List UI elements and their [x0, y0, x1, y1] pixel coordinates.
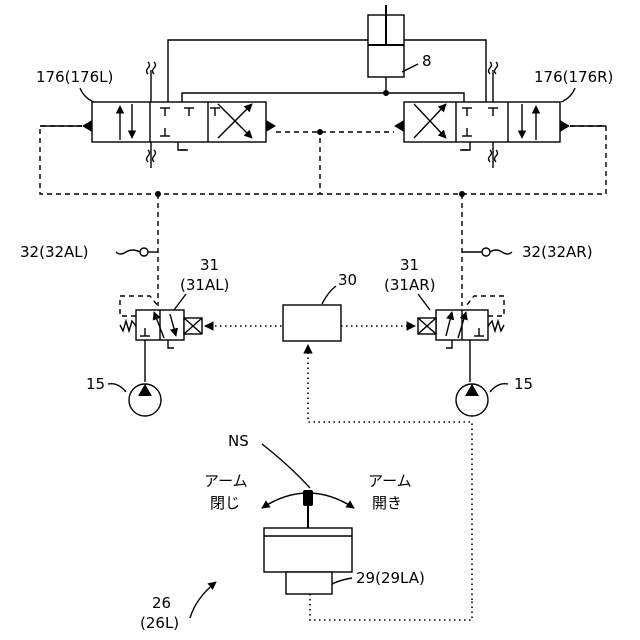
lever-num-label: 26: [152, 594, 171, 612]
pump-right-label: 15: [514, 375, 533, 393]
sensor-right: [462, 248, 512, 256]
arm-open-line1: アーム: [368, 472, 412, 490]
pilot-lines: [40, 126, 606, 306]
arm-open-line2: 開き: [372, 494, 402, 512]
pilot-left-num: 31: [200, 256, 219, 274]
pilot-valve-left: [120, 296, 202, 382]
valve-left-label: 176(176L): [36, 68, 113, 86]
operating-lever: [262, 490, 472, 620]
neutral-label: NS: [228, 432, 249, 450]
lever-sensor-label: 29(29LA): [356, 569, 425, 587]
controller-label: 30: [338, 271, 357, 289]
pump-right: [456, 384, 488, 416]
lever-sub-label: (26L): [140, 614, 179, 632]
hydraulic-cylinder: [368, 5, 404, 96]
cylinder-label: 8: [422, 52, 432, 70]
sensor-left: [116, 248, 158, 256]
pilot-right-num: 31: [400, 256, 419, 274]
valve-right-label: 176(176R): [534, 68, 613, 86]
sensor-left-label: 32(32AL): [20, 243, 89, 261]
pump-left-label: 15: [86, 375, 105, 393]
arm-close-line2: 閉じ: [210, 494, 240, 512]
pump-left: [129, 384, 161, 416]
sensor-right-label: 32(32AR): [522, 243, 593, 261]
cylinder-lines: [168, 40, 486, 102]
pilot-left-sub: (31AL): [180, 276, 229, 294]
arm-close-line1: アーム: [204, 472, 248, 490]
pilot-right-sub: (31AR): [384, 276, 435, 294]
pilot-valve-right: [418, 296, 504, 382]
